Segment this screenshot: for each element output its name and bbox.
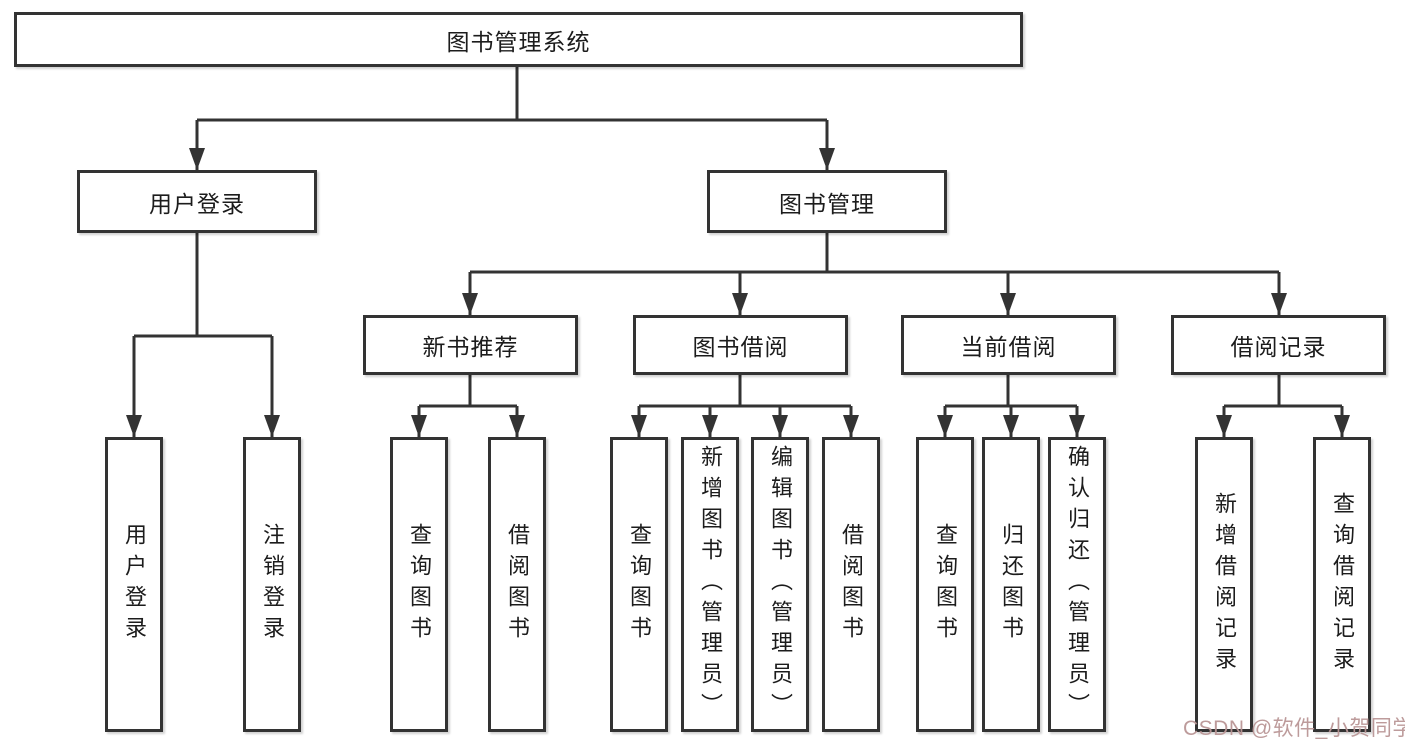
node-label: 用户登录 bbox=[122, 522, 147, 647]
node-label: 查询借阅记录 bbox=[1330, 491, 1355, 678]
node-label: 新增借阅记录 bbox=[1212, 491, 1237, 678]
node-leaf-return-books: 归还图书 bbox=[982, 437, 1040, 732]
node-label: 查询图书 bbox=[407, 522, 432, 647]
node-leaf-logout: 注销登录 bbox=[243, 437, 301, 732]
node-group-current-borrow: 当前借阅 bbox=[901, 315, 1116, 375]
node-leaf-query-borrow-record: 查询借阅记录 bbox=[1313, 437, 1371, 732]
node-label: 查询图书 bbox=[627, 522, 652, 647]
node-label: 编辑图书（管理员） bbox=[768, 445, 793, 724]
node-group-borrow-records: 借阅记录 bbox=[1171, 315, 1386, 375]
node-label: 新增图书（管理员） bbox=[698, 445, 723, 724]
node-branch-book-management: 图书管理 bbox=[707, 170, 947, 233]
node-leaf-confirm-return-admin: 确认归还（管理员） bbox=[1048, 437, 1106, 732]
node-leaf-edit-books-admin: 编辑图书（管理员） bbox=[751, 437, 809, 732]
node-group-book-borrow: 图书借阅 bbox=[633, 315, 848, 375]
node-leaf-query-books-3: 查询图书 bbox=[916, 437, 974, 732]
watermark: CSDN @软件_小贺同学 bbox=[1183, 717, 1405, 740]
node-branch-user-login: 用户登录 bbox=[77, 170, 317, 233]
node-label: 借阅图书 bbox=[505, 522, 530, 647]
node-group-new-book-recommend: 新书推荐 bbox=[363, 315, 578, 375]
node-label: 归还图书 bbox=[999, 522, 1024, 647]
node-leaf-add-books-admin: 新增图书（管理员） bbox=[681, 437, 739, 732]
arrowhead-icons bbox=[126, 148, 1350, 437]
node-label: 查询图书 bbox=[933, 522, 958, 647]
node-label: 确认归还（管理员） bbox=[1065, 445, 1090, 724]
node-leaf-add-borrow-record: 新增借阅记录 bbox=[1195, 437, 1253, 732]
node-root: 图书管理系统 bbox=[14, 12, 1023, 67]
node-label: 注销登录 bbox=[260, 522, 285, 647]
node-leaf-borrow-books-1: 借阅图书 bbox=[488, 437, 546, 732]
node-leaf-user-login: 用户登录 bbox=[105, 437, 163, 732]
node-leaf-borrow-books-2: 借阅图书 bbox=[822, 437, 880, 732]
node-leaf-query-books-2: 查询图书 bbox=[610, 437, 668, 732]
node-leaf-query-books-1: 查询图书 bbox=[390, 437, 448, 732]
node-label: 借阅图书 bbox=[839, 522, 864, 647]
